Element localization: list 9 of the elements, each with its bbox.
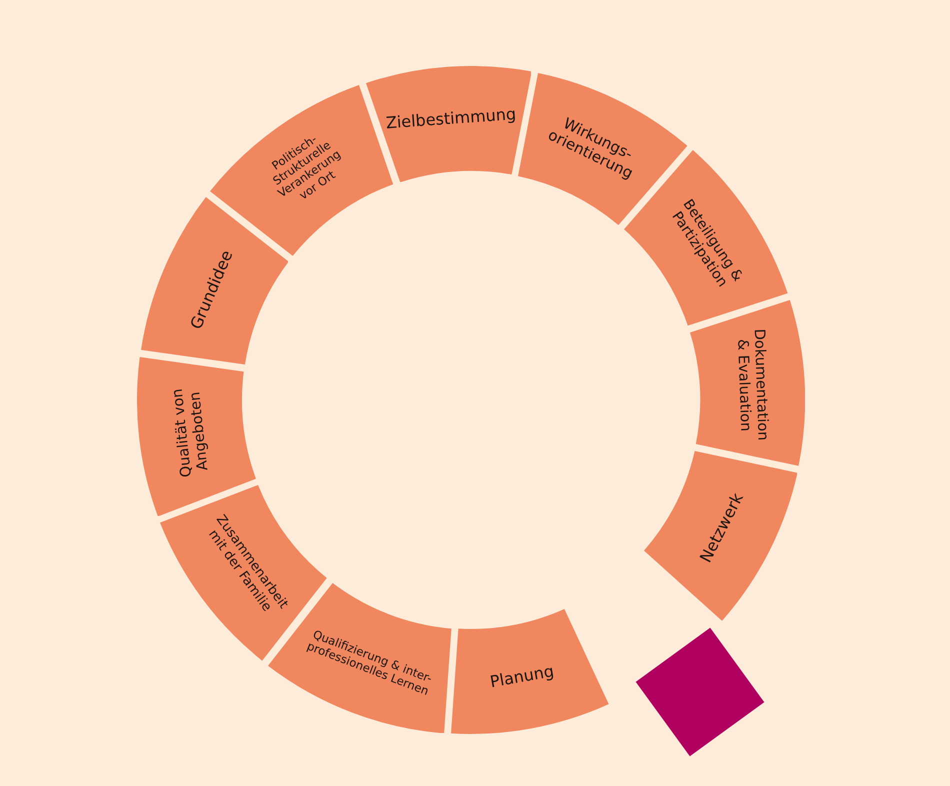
ring-segment bbox=[644, 451, 797, 621]
segment-label: Zielbestimmung bbox=[386, 105, 517, 133]
ring-segment bbox=[140, 197, 288, 365]
segment-label: Dokumentation & Evaluation bbox=[734, 328, 771, 444]
ring-segment bbox=[366, 66, 532, 182]
segment-label: Qualität von Angeboten bbox=[169, 386, 212, 480]
ring-segment bbox=[690, 300, 805, 466]
segment-label: Planung bbox=[488, 662, 556, 692]
ring-segment bbox=[451, 608, 609, 734]
